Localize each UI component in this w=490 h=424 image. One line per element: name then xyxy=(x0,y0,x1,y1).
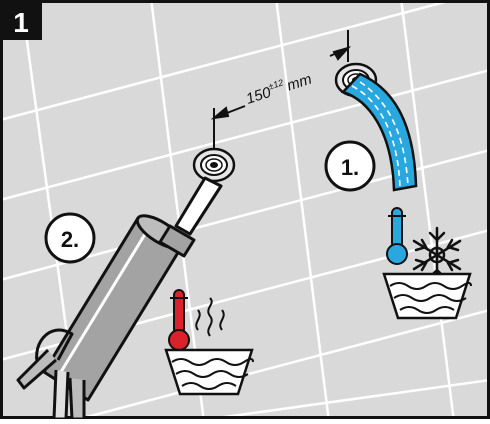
step-one-label: 1. xyxy=(341,155,359,180)
cold-water-snowflake-icon xyxy=(386,207,462,284)
left-wall-fitting xyxy=(192,147,236,183)
step-one-badge xyxy=(324,140,376,192)
panel-number-badge xyxy=(2,2,42,40)
water-hose-icon xyxy=(340,72,418,192)
sealant-caulking-gun-icon xyxy=(16,176,223,421)
hot-water-bowl xyxy=(164,348,254,396)
panel-number: 1 xyxy=(13,7,29,38)
dimension-line xyxy=(210,30,352,148)
cold-water-bowl xyxy=(382,272,472,320)
step-two-label: 2. xyxy=(61,227,79,252)
step-two-badge xyxy=(44,212,96,264)
